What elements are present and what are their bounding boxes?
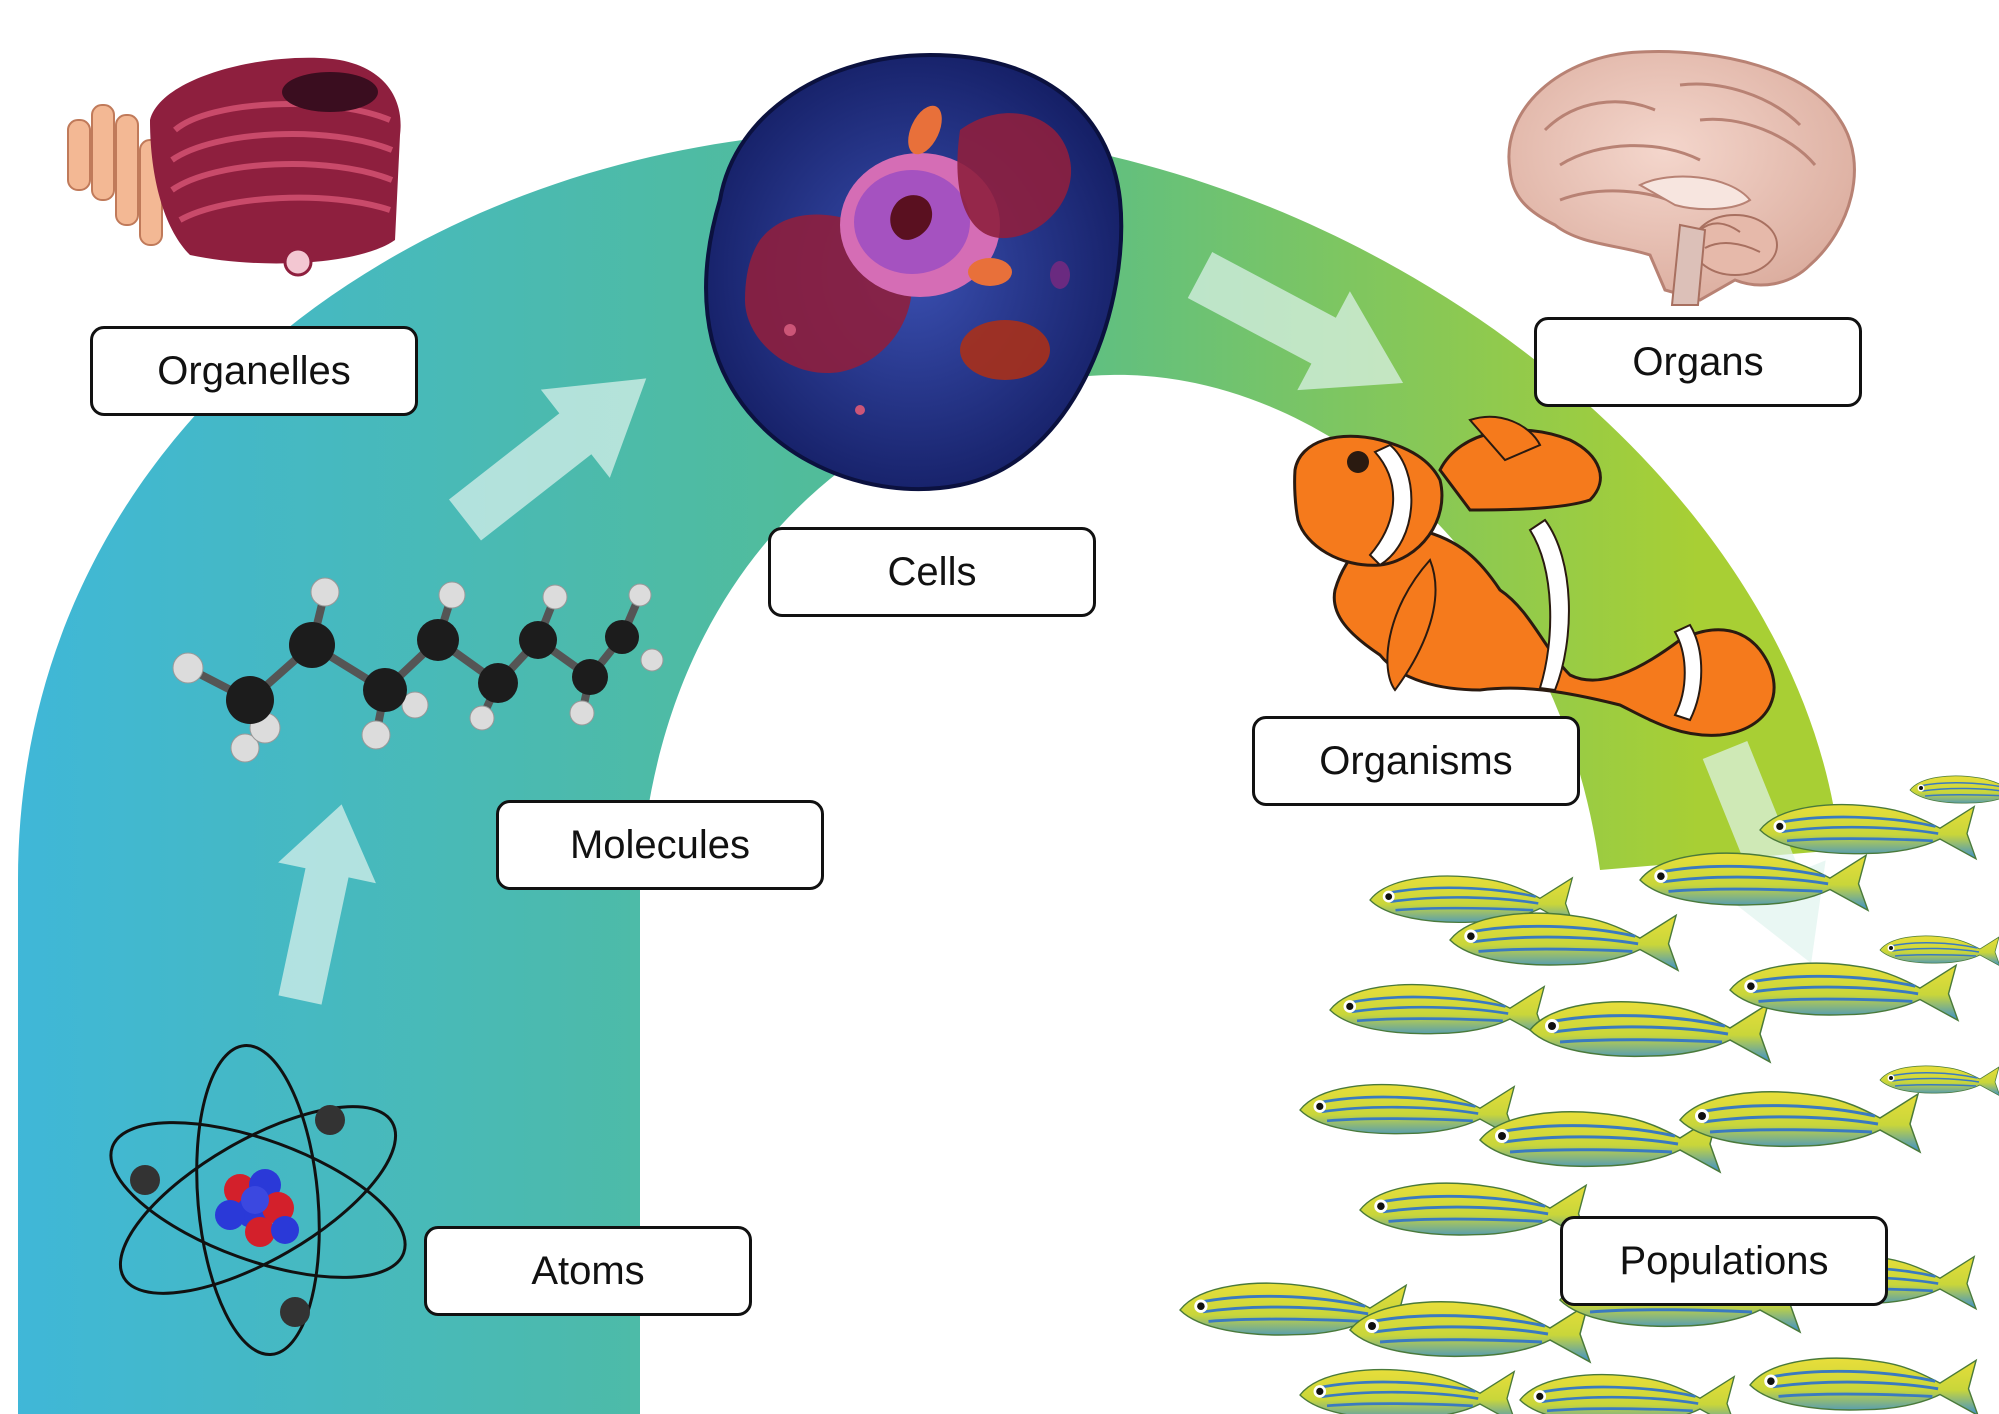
flow-arrow-molecules-to-cells: [448, 378, 647, 541]
atom-icon: [109, 1044, 407, 1356]
label-organs: Organs: [1534, 317, 1862, 407]
label-organelles: Organelles: [90, 326, 418, 416]
flow-arrow-cells-to-organs: [1187, 252, 1404, 391]
golgi-organelle-icon: [67, 57, 401, 277]
label-organisms: Organisms: [1252, 716, 1580, 806]
flow-arrow-organisms-to-populations: [1702, 741, 1826, 964]
molecule-icon: [172, 577, 664, 763]
brain-icon: [1507, 50, 1856, 306]
fish-school-icon: [1178, 775, 1999, 1414]
clownfish-icon: [1293, 415, 1776, 737]
label-cells: Cells: [768, 527, 1096, 617]
animal-cell-icon: [704, 52, 1124, 491]
label-atoms: Atoms: [424, 1226, 752, 1316]
label-molecules: Molecules: [496, 800, 824, 890]
flow-arrow-atoms-to-molecules: [278, 804, 376, 1005]
label-populations: Populations: [1560, 1216, 1888, 1306]
